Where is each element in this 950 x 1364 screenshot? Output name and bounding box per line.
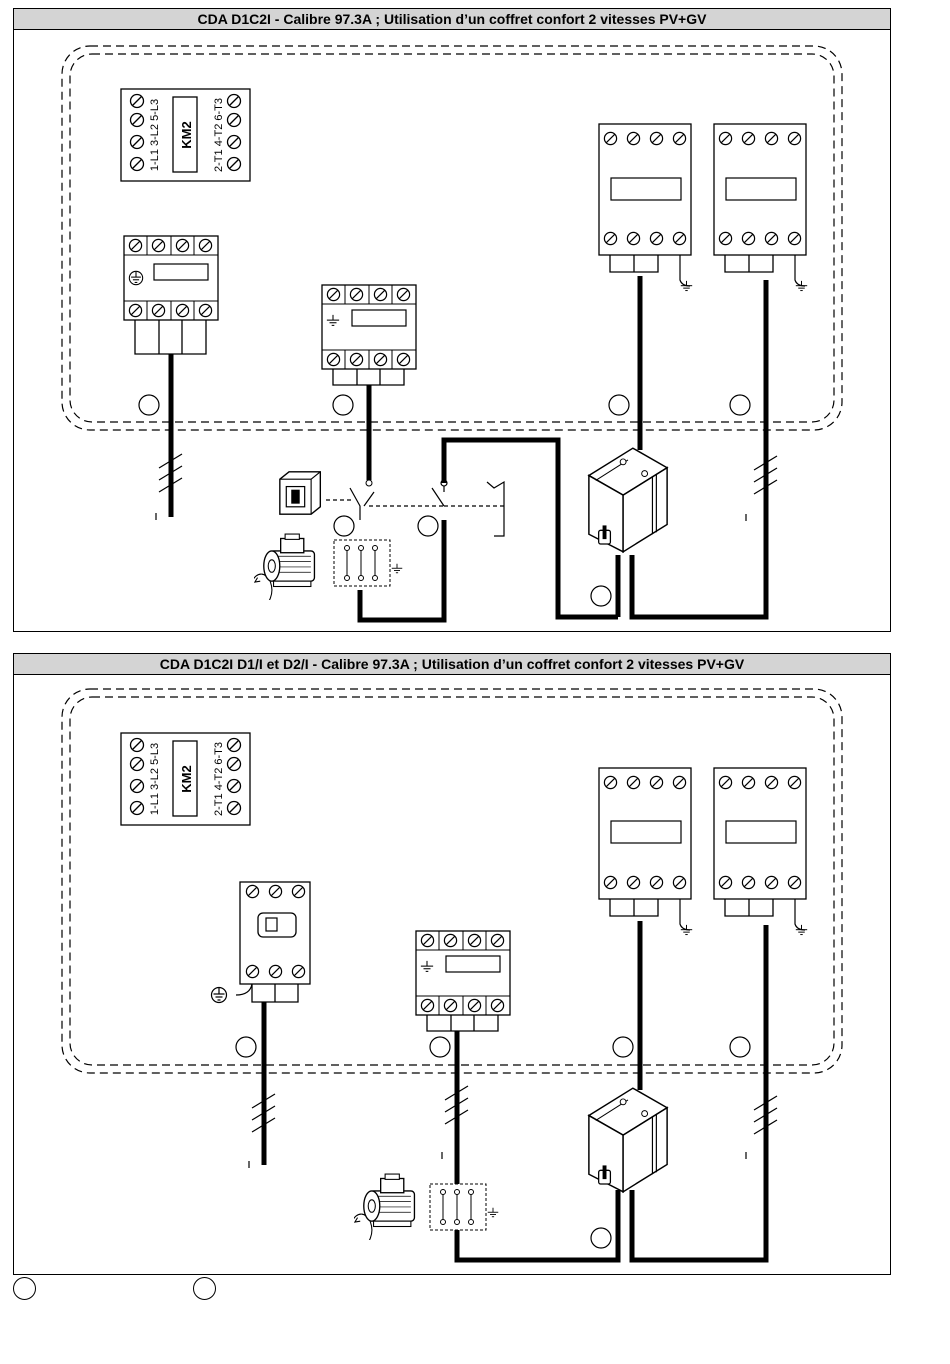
contactor-label: KM2 (179, 121, 194, 148)
contactor-right-1 (599, 124, 692, 291)
diagram-title: CDA D1C2I - Calibre 97.3A ; Utilisation … (14, 9, 890, 30)
contactor-left-terminals: 1-L1 3-L2 5-L3 (149, 99, 161, 171)
cable-2-end (366, 480, 372, 486)
contactor-label: KM2 (179, 765, 194, 792)
diagram-title: CDA D1C2I D1/I et D2/I - Calibre 97.3A ;… (14, 654, 890, 675)
wiring-diagram: KM2 1-L1 3-L2 5-L3 2-T1 4-T2 6-T3 (14, 30, 890, 630)
contactor-right-terminals: 2-T1 4-T2 6-T3 (213, 742, 225, 816)
cable-6 (632, 280, 766, 617)
contactor-left-terminals: 1-L1 3-L2 5-L3 (149, 743, 161, 815)
cable-6 (632, 925, 766, 1260)
motor (250, 534, 314, 606)
wiring-diagram: KM2 1-L1 3-L2 5-L3 2-T1 4-T2 6-T3 (14, 675, 890, 1273)
cable-6-marks (746, 456, 777, 521)
comfort-box (589, 448, 667, 552)
contactor-right-2 (714, 768, 807, 935)
motor-breaker (212, 882, 311, 1003)
legend-circle-2 (193, 1277, 216, 1300)
motor-terminal-box (334, 540, 402, 586)
diagram-panel-2: CDA D1C2I D1/I et D2/I - Calibre 97.3A ;… (13, 653, 891, 1275)
motor (350, 1174, 414, 1246)
contactor-right-terminals: 2-T1 4-T2 6-T3 (213, 98, 225, 172)
switch-assembly (280, 472, 504, 536)
terminal-block-2 (322, 285, 416, 385)
legend-circle-1 (13, 1277, 36, 1300)
contactor-right-1 (599, 768, 692, 935)
motor-terminal-box (430, 1184, 498, 1230)
terminal-block-2 (416, 931, 510, 1031)
contactor-km2: KM2 1-L1 3-L2 5-L3 2-T1 4-T2 6-T3 (121, 89, 250, 181)
contactor-right-2 (714, 124, 807, 291)
comfort-box (589, 1088, 667, 1192)
terminal-block-1 (124, 236, 218, 354)
cable-6-marks (746, 1096, 777, 1159)
contactor-km2: KM2 1-L1 3-L2 5-L3 2-T1 4-T2 6-T3 (121, 733, 250, 825)
diagram-panel-1: CDA D1C2I - Calibre 97.3A ; Utilisation … (13, 8, 891, 632)
